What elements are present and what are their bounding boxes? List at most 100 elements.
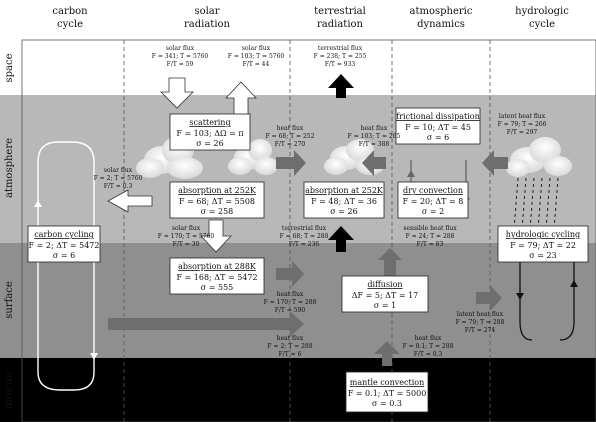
flux-label-heat5: heat flux F = 0.1; T = 288 F/T = 0.3 [403, 335, 454, 358]
svg-text:σ = 2: σ = 2 [422, 207, 444, 216]
box-absorption-252-solar [169, 181, 265, 219]
svg-text:frictional dissipation: frictional dissipation [396, 112, 480, 121]
box-absorption-288 [169, 257, 265, 295]
svg-text:F = 10; ΔT = 45: F = 10; ΔT = 45 [405, 123, 471, 132]
diffusion-text: diffusion ΔF = 5; ΔT = 17 σ = 1 [352, 280, 419, 310]
heat-flux-arrow [362, 150, 386, 176]
svg-text:F/T = 44: F/T = 44 [243, 61, 270, 68]
heat-flux-arrow [276, 150, 306, 176]
svg-text:σ = 26: σ = 26 [330, 207, 357, 216]
latent-heat-arrow [476, 285, 502, 311]
terrestrial-space-arrow [328, 74, 354, 98]
svg-text:σ = 0.3: σ = 0.3 [372, 399, 402, 408]
flux-label-solar-left: solar flux F = 2; T = 5760 F/T = 0.3 [94, 167, 143, 190]
svg-text:F = 20; ΔT = 8: F = 20; ΔT = 8 [403, 197, 464, 206]
svg-text:diffusion: diffusion [367, 280, 402, 289]
svg-text:terrestrial flux: terrestrial flux [282, 225, 327, 232]
flux-label-heat4: heat flux F = 2; T = 288 F/T = 6 [267, 335, 312, 358]
svg-text:F = 79; T = 266: F = 79; T = 266 [498, 121, 547, 128]
svg-text:terrestrial flux: terrestrial flux [318, 45, 363, 52]
svg-text:dry convection: dry convection [403, 186, 463, 195]
svg-text:σ = 6: σ = 6 [53, 251, 75, 260]
row-label-interior: interior [4, 371, 15, 410]
heat-flux-arrow [108, 311, 304, 337]
svg-text:latent heat flux: latent heat flux [499, 113, 546, 120]
terrestrial-up-arrow [328, 226, 354, 252]
svg-text:solar flux: solar flux [166, 45, 195, 52]
sensible-heat-arrow [378, 248, 402, 276]
latent-heat-arrow [482, 150, 508, 176]
carbon-text: carbon cycling F = 2; ΔT = 5472 σ = 6 [29, 230, 100, 260]
dryconv-text: dry convection F = 20; ΔT = 8 σ = 2 [403, 186, 464, 216]
svg-text:F = 68; T = 288: F = 68; T = 288 [280, 233, 329, 240]
svg-text:sensible heat flux: sensible heat flux [403, 225, 457, 232]
arrowhead-icon [516, 293, 524, 300]
frictional-text: frictional dissipation F = 10; ΔT = 45 σ… [396, 112, 480, 142]
svg-text:F/T = 59: F/T = 59 [167, 61, 194, 68]
svg-text:F = 48; ΔT = 36: F = 48; ΔT = 36 [311, 197, 377, 206]
box-frictional-dissipation [395, 107, 481, 145]
row-label-atmosphere: atmosphere [4, 138, 15, 198]
arrowhead-icon [90, 353, 98, 360]
svg-text:F = 2; T = 5760: F = 2; T = 5760 [94, 175, 143, 182]
flux-label-heat3: heat flux F = 170; T = 288 F/T = 590 [264, 291, 317, 314]
box-dry-convection [397, 181, 469, 219]
svg-text:solar flux: solar flux [172, 225, 201, 232]
svg-text:F = 79; ΔT = 22: F = 79; ΔT = 22 [510, 241, 576, 250]
solar-left-arrow [107, 189, 153, 213]
svg-text:mantle convection: mantle convection [350, 378, 424, 387]
box-carbon-cycling [27, 225, 101, 263]
hydro-text: hydrologic cycling F = 79; ΔT = 22 σ = 2… [506, 230, 580, 260]
heat-flux-arrow [276, 261, 304, 287]
row-label-space: space [4, 53, 15, 82]
box-absorption-252-terrestrial [303, 181, 385, 219]
svg-text:F = 103; ΔΩ = π: F = 103; ΔΩ = π [176, 129, 243, 138]
interior-band [0, 358, 596, 422]
svg-text:heat flux: heat flux [277, 291, 304, 298]
svg-text:σ = 23: σ = 23 [529, 251, 556, 260]
svg-text:F = 79; T = 288: F = 79; T = 288 [456, 319, 505, 326]
svg-text:F/T = 6: F/T = 6 [279, 351, 302, 358]
svg-text:F = 24; T = 288: F = 24; T = 288 [406, 233, 455, 240]
svg-text:F = 170; T = 5760: F = 170; T = 5760 [158, 233, 215, 240]
svg-text:F/T = 30: F/T = 30 [173, 241, 200, 248]
svg-text:F = 103; T = 265: F = 103; T = 265 [348, 133, 401, 140]
header-band [0, 0, 596, 40]
flux-label-latent1: latent heat flux F = 79; T = 266 F/T = 2… [498, 113, 547, 136]
svg-text:σ = 258: σ = 258 [201, 207, 234, 216]
svg-text:F = 168; ΔT = 5472: F = 168; ΔT = 5472 [176, 273, 257, 282]
heat-flux-up-arrow [374, 341, 400, 366]
svg-text:F = 341; T = 5760: F = 341; T = 5760 [152, 53, 209, 60]
svg-text:F = 2; ΔT = 5472: F = 2; ΔT = 5472 [29, 241, 100, 250]
svg-text:carbon cycling: carbon cycling [34, 230, 94, 239]
svg-text:scattering: scattering [189, 118, 230, 127]
solar-down-arrow [160, 77, 194, 109]
abs252-solar-text: absorption at 252K F = 68; ΔT = 5508 σ =… [178, 186, 257, 216]
svg-text:F/T = 590: F/T = 590 [275, 307, 306, 314]
svg-text:F = 68; ΔT = 5508: F = 68; ΔT = 5508 [179, 197, 255, 206]
svg-text:F/T = 297: F/T = 297 [507, 129, 538, 136]
svg-text:latent heat flux: latent heat flux [457, 311, 504, 318]
arrowhead-icon [407, 170, 415, 177]
box-mantle-convection [345, 371, 429, 413]
svg-text:F = 170; T = 288: F = 170; T = 288 [264, 299, 317, 306]
svg-text:heat flux: heat flux [277, 335, 304, 342]
svg-text:σ = 555: σ = 555 [201, 283, 234, 292]
svg-text:F/T = 236: F/T = 236 [289, 241, 320, 248]
svg-text:hydrologic cycling: hydrologic cycling [506, 230, 580, 239]
flux-label-terr-mid: terrestrial flux F = 68; T = 288 F/T = 2… [280, 225, 329, 248]
flux-label-heat2: heat flux F = 103; T = 265 F/T = 388 [348, 125, 401, 148]
scattering-text: scattering F = 103; ΔΩ = π σ = 26 [176, 118, 243, 148]
solar-down-arrow-2 [200, 219, 232, 253]
svg-text:heat flux: heat flux [277, 125, 304, 132]
svg-text:F/T = 0.3: F/T = 0.3 [414, 351, 443, 358]
carbon-loop [37, 141, 95, 391]
arrowhead-icon [570, 280, 578, 287]
svg-text:F = 103; T = 5760: F = 103; T = 5760 [228, 53, 285, 60]
svg-text:F = 2; T = 288: F = 2; T = 288 [267, 343, 312, 350]
box-hydrologic-cycling [497, 225, 589, 263]
